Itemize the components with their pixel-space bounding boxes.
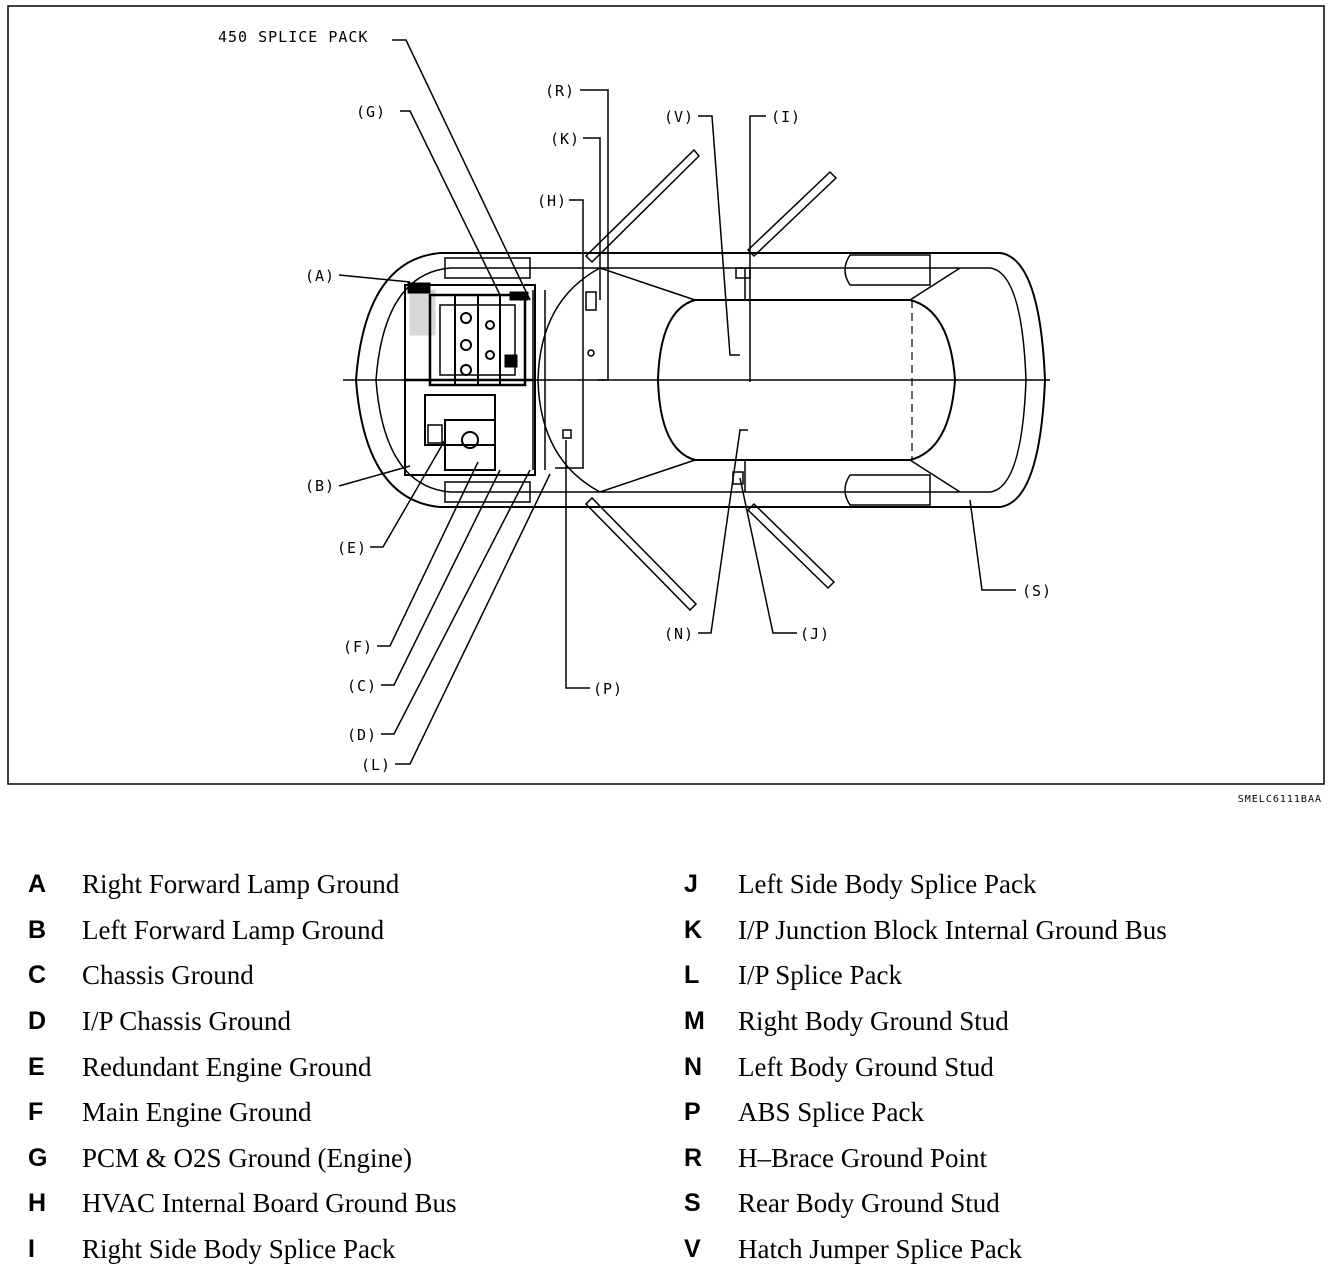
- legend-item-s: S Rear Body Ground Stud: [684, 1181, 1167, 1227]
- legend-item-m: M Right Body Ground Stud: [684, 999, 1167, 1045]
- legend-item-k: K I/P Junction Block Internal Ground Bus: [684, 908, 1167, 954]
- callout-p: (P): [593, 680, 623, 698]
- legend-letter: G: [28, 1143, 48, 1172]
- callout-h: (H): [537, 192, 567, 210]
- legend-letter: N: [684, 1052, 703, 1081]
- legend-description: Left Body Ground Stud: [738, 1051, 994, 1082]
- legend-item-l: L I/P Splice Pack: [684, 953, 1167, 999]
- callout-r: (R): [545, 82, 575, 100]
- legend-description: HVAC Internal Board Ground Bus: [82, 1188, 457, 1219]
- legend-description: Hatch Jumper Splice Pack: [738, 1234, 1023, 1265]
- figure-code: SMELC6111BAA: [1237, 794, 1322, 805]
- legend-letter: R: [684, 1143, 703, 1172]
- callout-f: (F): [343, 638, 373, 656]
- legend-item-b: B Left Forward Lamp Ground: [28, 908, 456, 954]
- legend-description: I/P Junction Block Internal Ground Bus: [738, 914, 1167, 945]
- vehicle-outline: [343, 252, 1050, 508]
- legend-item-c: C Chassis Ground: [28, 953, 456, 999]
- legend-letter: P: [684, 1098, 701, 1127]
- legend-item-p: P ABS Splice Pack: [684, 1090, 1167, 1136]
- callout-e: (E): [337, 539, 367, 557]
- legend-description: Left Side Body Splice Pack: [738, 869, 1037, 900]
- engine-bay: [404, 282, 536, 476]
- legend-letter: A: [28, 870, 47, 899]
- callout-i: (I): [771, 108, 801, 126]
- legend-item-g: G PCM & O2S Ground (Engine): [28, 1136, 456, 1182]
- legend-letter: J: [684, 870, 698, 899]
- callout-labels: 450 SPLICE PACK (G) (R) (K) (H) (V) (I) …: [218, 28, 1052, 774]
- legend-description: PCM & O2S Ground (Engine): [82, 1142, 412, 1173]
- legend-item-d: D I/P Chassis Ground: [28, 999, 456, 1045]
- callout-j: (J): [800, 625, 830, 643]
- legend-item-n: N Left Body Ground Stud: [684, 1044, 1167, 1090]
- legend-description: Right Side Body Splice Pack: [82, 1234, 396, 1265]
- legend-letter: M: [684, 1007, 705, 1036]
- legend-item-a: A Right Forward Lamp Ground: [28, 862, 456, 908]
- callout-c: (C): [347, 677, 377, 695]
- legend-item-f: F Main Engine Ground: [28, 1090, 456, 1136]
- leader-lines: [338, 39, 1016, 765]
- legend-letter: F: [28, 1098, 44, 1127]
- legend-description: Right Body Ground Stud: [738, 1006, 1009, 1037]
- legend-letter: E: [28, 1052, 45, 1081]
- legend-letter: H: [28, 1189, 47, 1218]
- legend-item-v: V Hatch Jumper Splice Pack: [684, 1227, 1167, 1272]
- callout-a: (A): [305, 267, 335, 285]
- legend-description: I/P Chassis Ground: [82, 1006, 292, 1037]
- legend-letter: S: [684, 1189, 701, 1218]
- legend-description: I/P Splice Pack: [738, 960, 902, 991]
- legend-letter: I: [28, 1235, 35, 1264]
- legend-item-i: I Right Side Body Splice Pack: [28, 1227, 456, 1272]
- legend-description: Rear Body Ground Stud: [738, 1188, 1000, 1219]
- legend-letter: L: [684, 961, 700, 990]
- callout-n: (N): [664, 625, 694, 643]
- legend-description: Left Forward Lamp Ground: [82, 914, 385, 945]
- legend-letter: C: [28, 961, 47, 990]
- callout-s: (S): [1022, 582, 1052, 600]
- legend-description: Right Forward Lamp Ground: [82, 869, 400, 900]
- legend-item-e: E Redundant Engine Ground: [28, 1044, 456, 1090]
- callout-k: (K): [550, 130, 580, 148]
- vehicle-ground-diagram: 450 SPLICE PACK (G) (R) (K) (H) (V) (I) …: [7, 5, 1325, 785]
- legend-description: Main Engine Ground: [82, 1097, 312, 1128]
- legend-letter: V: [684, 1235, 701, 1264]
- diagram-frame: [7, 5, 1325, 785]
- callout-450-splice-pack: 450 SPLICE PACK: [218, 28, 368, 46]
- legend-description: Chassis Ground: [82, 960, 254, 991]
- legend-description: Redundant Engine Ground: [82, 1051, 372, 1082]
- legend-letter: B: [28, 915, 47, 944]
- legend-letter: K: [684, 915, 703, 944]
- callout-g: (G): [356, 103, 386, 121]
- callout-l: (L): [361, 756, 391, 774]
- legend-item-h: H HVAC Internal Board Ground Bus: [28, 1181, 456, 1227]
- open-doors: [584, 148, 838, 612]
- legend-description: H–Brace Ground Point: [738, 1142, 987, 1173]
- legend-description: ABS Splice Pack: [738, 1097, 924, 1128]
- legend-item-r: R H–Brace Ground Point: [684, 1136, 1167, 1182]
- callout-v: (V): [664, 108, 694, 126]
- callout-b: (B): [305, 477, 335, 495]
- callout-d: (D): [347, 726, 377, 744]
- legend-letter: D: [28, 1007, 47, 1036]
- legend-item-j: J Left Side Body Splice Pack: [684, 862, 1167, 908]
